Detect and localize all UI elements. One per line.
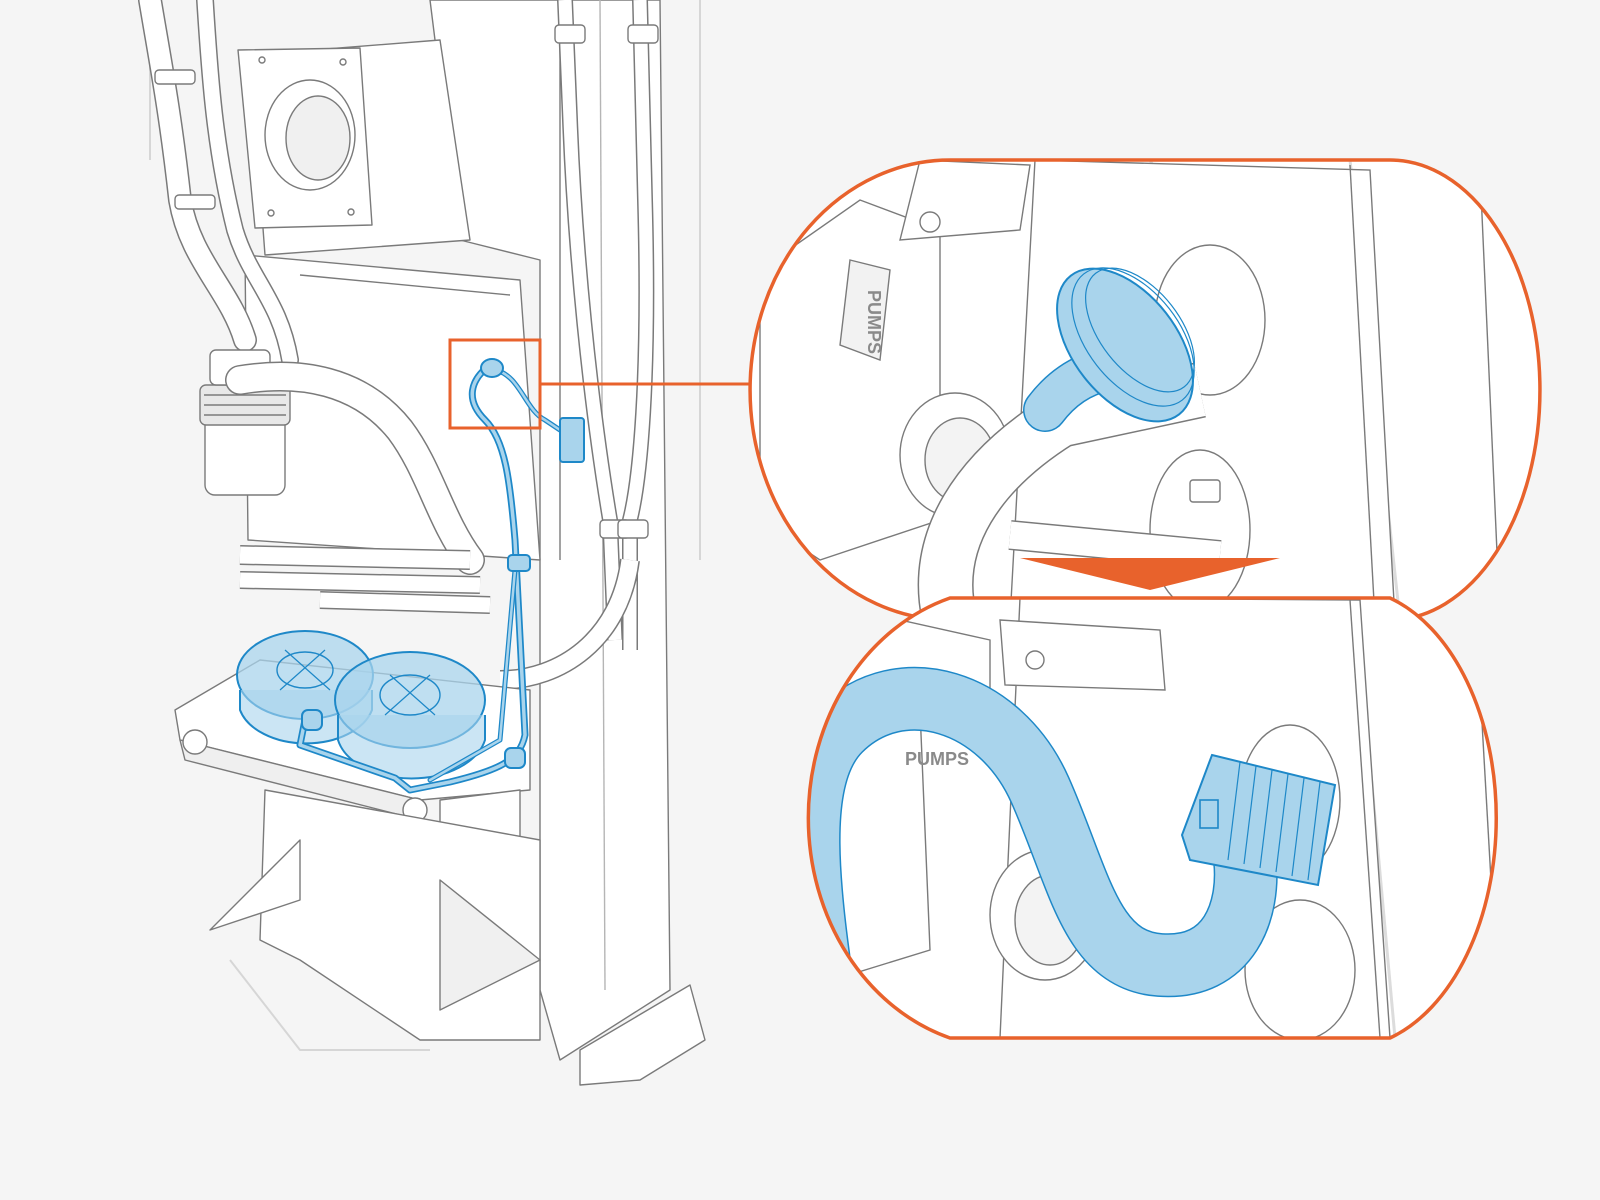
detail-bottom-frame [806,596,1498,1040]
orange-down-arrow-icon [1020,558,1280,590]
detail-bottom-brand-text: PUMPS [905,749,969,769]
cable-grommet-small [480,358,504,378]
fan-connector [1180,753,1337,887]
callout-indicator [448,338,755,430]
lower-chute [209,789,541,1041]
detail-view-bottom: PUMPS [806,596,1498,1040]
grommet-highlight [1023,267,1195,432]
left-hoses [138,0,299,369]
cooling-fan-right [334,651,486,780]
base-foot [579,984,706,1086]
main-column [429,0,671,1061]
upper-access-panel [237,39,471,256]
horizontal-pipes [225,361,491,614]
highlighted-assembly [236,358,585,794]
machine-drawing [138,0,706,1086]
detail-top-brand-text: PUMPS [864,290,884,354]
fan-cable [296,361,563,794]
cable-connector-small [559,417,585,463]
detail-view-top: PUMPS [748,158,1542,622]
